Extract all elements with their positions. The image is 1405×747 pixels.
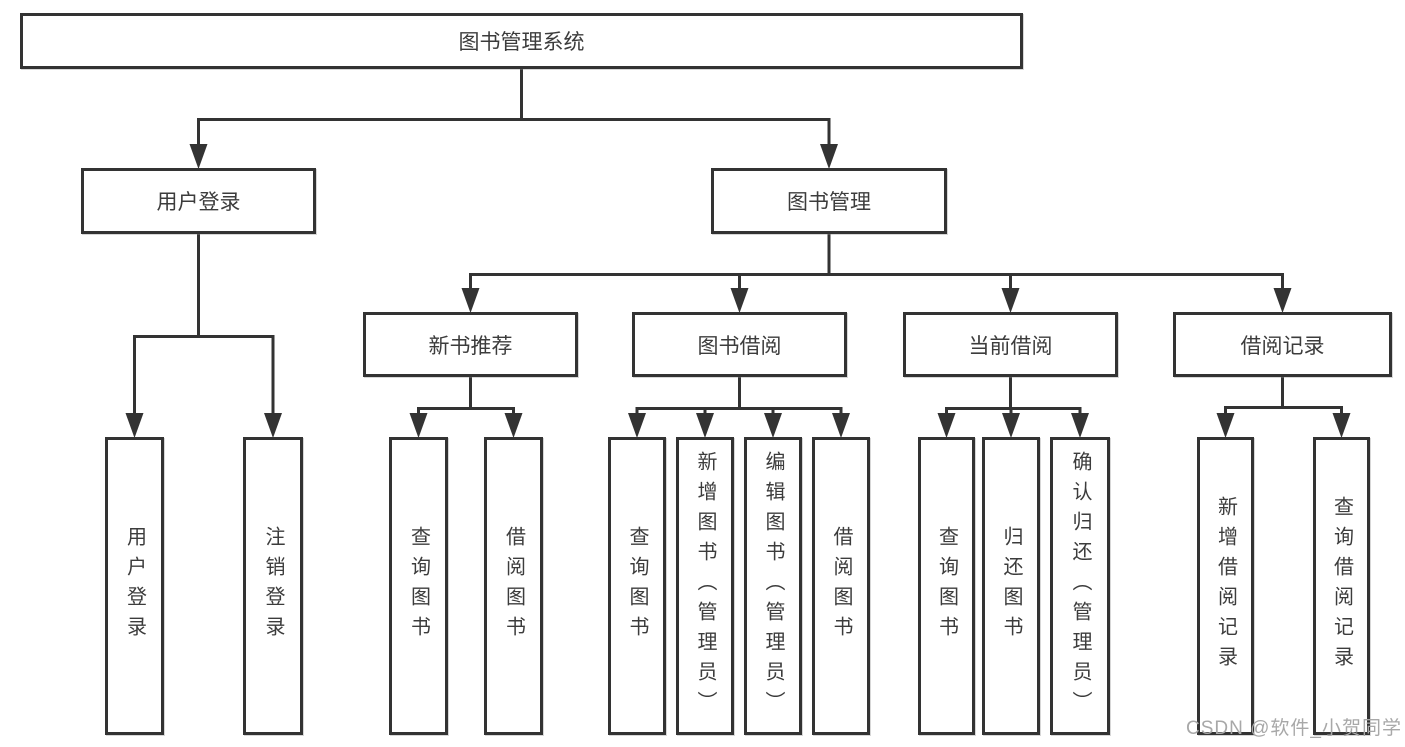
leaf-current-return-books: 归还图书 (982, 437, 1040, 735)
leaf-newbooks-borrow-books: 借阅图书 (484, 437, 543, 735)
connector-bookmgmt-level3 (469, 234, 1284, 290)
node-user-login: 用户登录 (81, 168, 316, 234)
node-book-management: 图书管理 (711, 168, 947, 234)
connector-userlogin-leaves (133, 234, 275, 414)
leaf-records-query-record: 查询借阅记录 (1313, 437, 1370, 735)
leaf-records-add-record: 新增借阅记录 (1197, 437, 1254, 735)
leaf-logout: 注销登录 (243, 437, 303, 735)
connector-currentborrow-leaves (945, 377, 1082, 416)
node-borrow-record: 借阅记录 (1173, 312, 1392, 377)
leaf-borrow-edit-books-admin: 编辑图书（管理员） (744, 437, 802, 735)
arrowheads (125, 144, 1351, 438)
leaf-borrow-query-books: 查询图书 (608, 437, 666, 735)
leaf-current-query-books: 查询图书 (918, 437, 975, 735)
watermark: CSDN @软件_小贺同学 (1186, 718, 1402, 739)
leaf-current-confirm-return-admin: 确认归还（管理员） (1050, 437, 1110, 735)
node-new-book-recommend: 新书推荐 (363, 312, 578, 377)
connector-newbooks-leaves (417, 377, 515, 416)
leaf-borrow-add-books-admin: 新增图书（管理员） (676, 437, 734, 735)
node-current-borrow: 当前借阅 (903, 312, 1118, 377)
leaf-borrow-borrow-books: 借阅图书 (812, 437, 870, 735)
leaf-user-login: 用户登录 (105, 437, 164, 735)
connector-bookborrow-leaves (635, 377, 843, 416)
leaf-newbooks-query-books: 查询图书 (389, 437, 448, 735)
node-book-borrow: 图书借阅 (632, 312, 847, 377)
connector-root-level2 (197, 69, 831, 146)
connector-borrowrecord-leaves (1224, 377, 1343, 415)
node-root: 图书管理系统 (20, 13, 1023, 69)
